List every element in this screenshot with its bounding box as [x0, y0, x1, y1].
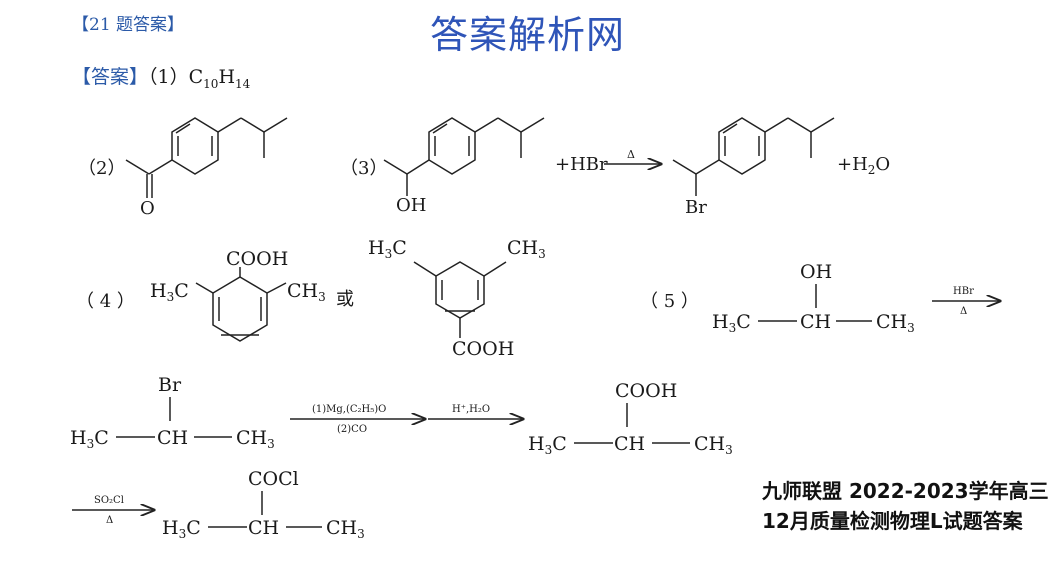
- acyl-h3c: H3C: [162, 517, 201, 541]
- part4a-cooh: COOH: [226, 248, 288, 270]
- bromopropane-h3c: H3C: [70, 427, 109, 451]
- formula-c-sub: 10: [203, 76, 219, 91]
- bromopropane-ch3: CH3: [236, 427, 275, 451]
- isobutyric-h3c: H3C: [528, 433, 567, 457]
- part3-oh-label: OH: [396, 195, 426, 216]
- hydrolysis-arrow-top: H⁺,H₂O: [452, 404, 490, 415]
- part4-or: 或: [336, 289, 354, 310]
- acyl-ch3: CH3: [326, 517, 365, 541]
- grignard-arrow-bottom: (2)CO: [337, 424, 367, 435]
- part3-delta: Δ: [627, 148, 635, 161]
- structure-part3-product: Br: [672, 117, 835, 218]
- structure-part4-a: COOH H3C CH3: [150, 248, 326, 342]
- part4b-ch3: CH3: [507, 237, 546, 261]
- part4a-ch3: CH3: [287, 280, 326, 304]
- part5-arrow-bottom: Δ: [960, 306, 967, 317]
- part3-label: （3）: [340, 158, 388, 179]
- question-tag: 【21 题答案】: [72, 15, 185, 35]
- answer-line: 【答案】（1）C10H14: [72, 62, 250, 91]
- part3-plus-hbr: +HBr: [555, 154, 608, 175]
- part5-ch3: CH3: [876, 311, 915, 335]
- structure-acyl-chloride: COCl H3C CH CH3: [162, 468, 365, 541]
- part4a-h3c: H3C: [150, 280, 189, 304]
- formula-h: H: [218, 66, 236, 88]
- acyl-cocl: COCl: [248, 468, 299, 490]
- part4-label: （ 4 ）: [76, 291, 135, 312]
- isobutyric-ch3: CH3: [694, 433, 733, 457]
- isobutyric-ch: CH: [614, 433, 645, 455]
- part5-arrow-top: HBr: [953, 286, 974, 297]
- chlorination-arrow-top: SO₂Cl: [94, 495, 124, 506]
- part3-plus-water: +H2O: [837, 154, 890, 177]
- structure-part5-alcohol: OH H3C CH CH3: [712, 261, 915, 335]
- part5-oh: OH: [800, 261, 832, 283]
- part3-br-label: Br: [685, 197, 707, 218]
- structure-part2: O: [125, 117, 288, 219]
- part4b-cooh: COOH: [452, 338, 514, 360]
- bromopropane-ch: CH: [157, 427, 188, 449]
- isobutyric-cooh: COOH: [615, 380, 677, 402]
- structure-part4-b: H3C CH3 COOH: [368, 237, 546, 360]
- part1-label: （1）: [148, 66, 189, 88]
- part2-label: （2）: [78, 158, 126, 179]
- part5-ch: CH: [800, 311, 831, 333]
- chlorination-arrow-bottom: Δ: [106, 515, 113, 526]
- answer-bracket-label: 【答案】: [72, 66, 149, 88]
- part4b-h3c: H3C: [368, 237, 407, 261]
- structure-part3-reactant: OH: [383, 117, 545, 216]
- grignard-arrow-top: (1)Mg,(C₂H₅)O: [312, 404, 386, 415]
- formula-h-sub: 14: [235, 76, 251, 91]
- part2-oxygen-label: O: [140, 198, 155, 219]
- formula-c: C: [188, 66, 204, 88]
- structure-bromopropane: Br H3C CH CH3: [70, 374, 275, 451]
- site-title: 答案解析网: [430, 13, 626, 57]
- acyl-ch: CH: [248, 517, 279, 539]
- exam-watermark-caption: 九师联盟 2022-2023学年高三12月质量检测物理L试题答案: [762, 479, 1049, 533]
- structure-isobutyric-acid: COOH H3C CH CH3: [528, 380, 733, 457]
- bromopropane-br: Br: [158, 374, 182, 396]
- part5-h3c: H3C: [712, 311, 751, 335]
- part5-label: （ 5 ）: [640, 291, 699, 312]
